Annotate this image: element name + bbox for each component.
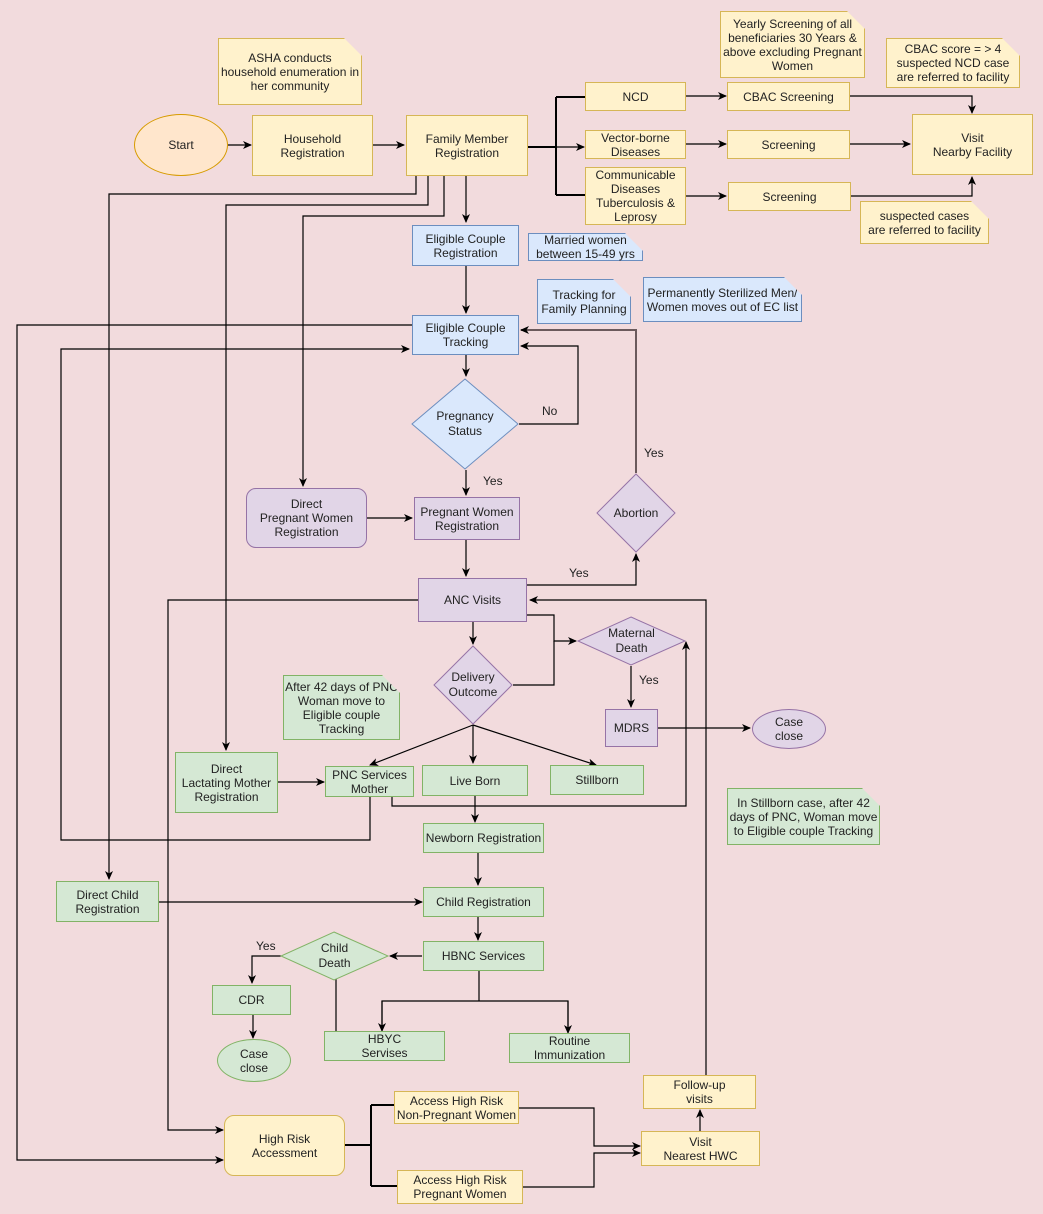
access-high-risk-pregnant-node[interactable]: Access High Risk Pregnant Women	[397, 1170, 523, 1204]
vector-borne-diseases-node[interactable]: Vector-borne Diseases	[585, 130, 686, 159]
household-registration-node[interactable]: Household Registration	[252, 115, 373, 176]
maternal-death-label: Maternal Death	[608, 626, 655, 655]
note-married-women: Married women between 15-49 yrs	[528, 233, 643, 261]
edge-anc-highrisk	[167, 599, 418, 1134]
edge-childdeath-cdr	[248, 955, 281, 984]
edge-delivery-maternal	[513, 641, 555, 686]
edge-pregnancy-no	[519, 342, 579, 425]
edge-family-direct-pregnant	[299, 176, 445, 487]
delivery-outcome-label: Delivery Outcome	[448, 670, 498, 699]
edge-pnc-ectracking	[60, 345, 410, 841]
edge-ectracking-highrisk	[16, 324, 412, 1164]
child-registration-node[interactable]: Child Registration	[423, 887, 544, 917]
edge-nonpregnant-hwc	[519, 1107, 641, 1150]
note-permanently-sterilized: Permanently Sterilized Men/ Women moves …	[643, 277, 802, 322]
direct-pregnant-women-registration-node[interactable]: Direct Pregnant Women Registration	[246, 488, 367, 548]
high-risk-assessment-node[interactable]: High Risk Accessment	[224, 1115, 345, 1176]
pregnancy-status-decision[interactable]: Pregnancy Status	[411, 378, 519, 470]
edge-anc-maternal	[527, 614, 577, 645]
visit-nearest-hwc-node[interactable]: Visit Nearest HWC	[641, 1131, 760, 1166]
edge-delivery-stillborn	[472, 724, 597, 767]
eligible-couple-tracking-node[interactable]: Eligible Couple Tracking	[412, 315, 519, 355]
child-death-decision[interactable]: Child Death	[279, 931, 390, 981]
vector-screening-node[interactable]: Screening	[727, 130, 850, 159]
edge-label-yes-anc: Yes	[569, 566, 589, 580]
delivery-outcome-decision[interactable]: Delivery Outcome	[433, 645, 513, 725]
start-node[interactable]: Start	[134, 114, 228, 176]
eligible-couple-registration-node[interactable]: Eligible Couple Registration	[412, 225, 519, 266]
edge-pregnant-hwc	[522, 1149, 641, 1188]
newborn-registration-node[interactable]: Newborn Registration	[423, 823, 544, 853]
access-high-risk-non-pregnant-node[interactable]: Access High Risk Non-Pregnant Women	[394, 1091, 519, 1124]
note-cbac-score: CBAC score = > 4 suspected NCD case are …	[886, 38, 1020, 88]
edge-cbac-facility	[850, 95, 976, 114]
visit-nearby-facility-node[interactable]: Visit Nearby Facility	[912, 114, 1033, 175]
edge-abortion-yes	[520, 326, 637, 473]
note-asha-enumeration: ASHA conducts household enumeration in h…	[218, 38, 362, 105]
communicable-screening-node[interactable]: Screening	[728, 182, 851, 211]
case-close-child-node[interactable]: Case close	[217, 1039, 291, 1082]
ncd-node[interactable]: NCD	[585, 82, 686, 111]
edge-family-branch	[528, 96, 585, 196]
note-stillborn-case: In Stillborn case, after 42 days of PNC,…	[727, 788, 880, 845]
note-yearly-screening: Yearly Screening of all beneficiaries 30…	[720, 11, 865, 78]
hbnc-services-node[interactable]: HBNC Services	[423, 941, 544, 971]
anc-visits-node[interactable]: ANC Visits	[418, 578, 527, 622]
routine-immunization-node[interactable]: Routine Immunization	[509, 1033, 630, 1063]
live-born-node[interactable]: Live Born	[422, 765, 528, 796]
edge-label-yes-pregnancy: Yes	[483, 474, 503, 488]
communicable-diseases-node[interactable]: Communicable Diseases Tuberculosis & Lep…	[585, 167, 686, 225]
abortion-label: Abortion	[613, 505, 659, 520]
note-tracking-family-planning: Tracking for Family Planning	[537, 279, 631, 324]
family-member-registration-node[interactable]: Family Member Registration	[406, 115, 528, 176]
edge-highrisk-branch	[345, 1104, 397, 1187]
edge-delivery-pnc	[369, 724, 474, 766]
note-after-42-days: After 42 days of PNC Woman move to Eligi…	[283, 675, 400, 740]
pregnancy-status-label: Pregnancy Status	[436, 409, 494, 438]
abortion-decision[interactable]: Abortion	[596, 473, 676, 553]
edge-hbnc-branch	[381, 971, 569, 1031]
edge-family-direct-child	[105, 176, 417, 880]
edge-anc-abortion	[527, 553, 640, 586]
hbyc-services-node[interactable]: HBYC Servises	[324, 1031, 445, 1061]
follow-up-visits-node[interactable]: Follow-up visits	[643, 1075, 756, 1109]
edge-label-yes-maternal: Yes	[639, 673, 659, 687]
edge-label-yes-abortion: Yes	[644, 446, 664, 460]
edge-followup-anc	[529, 596, 707, 1075]
stillborn-node[interactable]: Stillborn	[550, 765, 644, 795]
cbac-screening-node[interactable]: CBAC Screening	[727, 82, 850, 111]
edge-pnc-maternal	[391, 641, 690, 807]
maternal-death-decision[interactable]: Maternal Death	[576, 616, 687, 666]
mdrs-node[interactable]: MDRS	[605, 709, 658, 747]
pregnant-women-registration-node[interactable]: Pregnant Women Registration	[414, 497, 520, 540]
note-suspected-cases: suspected cases are referred to facility	[860, 201, 989, 244]
direct-child-registration-node[interactable]: Direct Child Registration	[56, 881, 159, 922]
direct-lactating-mother-registration-node[interactable]: Direct Lactating Mother Registration	[175, 752, 278, 813]
edge-screening2-facility	[851, 176, 976, 197]
pnc-services-mother-node[interactable]: PNC Services Mother	[325, 766, 414, 797]
edge-label-no: No	[542, 404, 558, 418]
edge-family-direct-lactating	[222, 176, 429, 751]
case-close-maternal-node[interactable]: Case close	[752, 709, 826, 749]
cdr-node[interactable]: CDR	[212, 985, 291, 1015]
child-death-label: Child Death	[318, 941, 351, 970]
edge-label-yes-child-death: Yes	[256, 939, 276, 953]
